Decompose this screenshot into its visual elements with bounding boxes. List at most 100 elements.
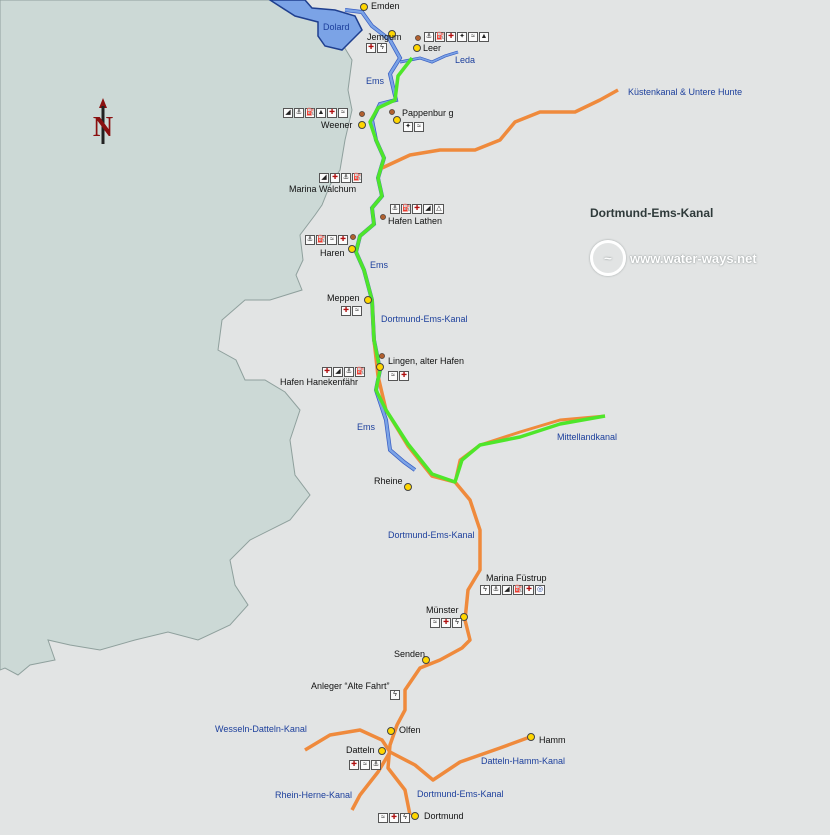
place-label[interactable]: Leer: [423, 43, 442, 53]
facility-icons-alte-fahrt[interactable]: ϟ: [390, 690, 400, 700]
restaurant-icon: ✚: [322, 367, 332, 377]
waterway-label[interactable]: Dortmund-Ems-Kanal: [417, 789, 504, 799]
facility-icons-muenster[interactable]: ≈✚ϟ: [430, 618, 462, 628]
restaurant-icon: ✚: [446, 32, 456, 42]
place-label[interactable]: Pappenbur g: [402, 108, 454, 118]
waterway-label[interactable]: Wesseln-Datteln-Kanal: [215, 724, 307, 734]
place-label[interactable]: Meppen: [327, 293, 360, 303]
place-label[interactable]: Hafen Lathen: [388, 216, 443, 226]
facility-icons-lingen[interactable]: ≈✚: [388, 371, 409, 381]
dot-weener[interactable]: [358, 121, 366, 129]
facility-icons-lathen[interactable]: ⚓⛽✚◢△: [390, 204, 444, 214]
facility-icons-marina-walchum[interactable]: ◢✚⚓⛽: [319, 173, 362, 183]
watermark-text: www.water-ways.net: [630, 250, 757, 266]
place-label[interactable]: Weener: [321, 120, 353, 130]
facility-icons-meppen[interactable]: ✚≈: [341, 306, 362, 316]
restaurant-icon: ✚: [412, 204, 422, 214]
facility-icons-leer[interactable]: ⚓⛽✚✦≈▲: [424, 32, 489, 42]
place-label[interactable]: Haren: [320, 248, 345, 258]
wrench-icon: ✦: [457, 32, 467, 42]
place-label[interactable]: Datteln: [346, 745, 375, 755]
fuel-icon: ⛽: [435, 32, 445, 42]
harbor-marker-lathen[interactable]: [380, 214, 386, 220]
fuel-icon: ⛽: [352, 173, 362, 183]
dot-haren[interactable]: [348, 245, 356, 253]
harbor-marker-weener[interactable]: [359, 111, 365, 117]
harbor-marker-leer[interactable]: [415, 35, 421, 41]
place-label[interactable]: Anleger “Alte Fahrt”: [311, 681, 390, 691]
dot-jemgum[interactable]: [388, 30, 396, 38]
dot-meppen[interactable]: [364, 296, 372, 304]
place-label[interactable]: Marina Füstrup: [486, 573, 547, 583]
facility-icons-weener[interactable]: ◢⚓⛽▲✚≈: [283, 108, 348, 118]
dot-pappenburg[interactable]: [393, 116, 401, 124]
place-label[interactable]: Marina Walchum: [289, 184, 357, 194]
shower-icon: ≈: [388, 371, 398, 381]
dot-datteln[interactable]: [378, 747, 386, 755]
datteln-hamm-kanal-line: [389, 735, 531, 782]
waterway-label[interactable]: Datteln-Hamm-Kanal: [481, 756, 566, 766]
place-label[interactable]: Münster: [426, 605, 459, 615]
place-label[interactable]: Olfen: [399, 725, 421, 735]
place-label[interactable]: Emden: [371, 1, 400, 11]
dot-senden[interactable]: [422, 656, 430, 664]
place-label[interactable]: Senden: [394, 649, 426, 659]
waterway-label[interactable]: Dortmund-Ems-Kanal: [381, 314, 468, 324]
facility-icons-hanekenfaehr[interactable]: ✚◢⚓⛽: [322, 367, 365, 377]
dot-emden[interactable]: [360, 3, 368, 11]
slip-icon: ◢: [319, 173, 329, 183]
dot-hamm[interactable]: [527, 733, 535, 741]
waterway-label[interactable]: Rhein-Herne-Kanal: [275, 790, 353, 800]
waterway-label[interactable]: Dortmund-Ems-Kanal: [388, 530, 475, 540]
dot-rheine[interactable]: [404, 483, 412, 491]
waterway-label[interactable]: Mittellandkanal: [557, 432, 618, 442]
place-label[interactable]: Dortmund: [424, 811, 464, 821]
anchor-icon: ⚓: [424, 32, 434, 42]
waterway-label[interactable]: Dolard: [323, 22, 350, 32]
shower-icon: ≈: [327, 235, 337, 245]
green-route-line: [354, 56, 606, 484]
facility-icons-pappenburg[interactable]: ✦≈: [403, 122, 424, 132]
facility-icons-fuestrup[interactable]: ϟ⚓◢⛽✚◎: [480, 585, 545, 595]
waterway-label[interactable]: Leda: [455, 55, 476, 65]
dot-olfen[interactable]: [387, 727, 395, 735]
shower-icon: ≈: [352, 306, 362, 316]
fuel-icon: ⛽: [305, 108, 315, 118]
dot-dortmund[interactable]: [411, 812, 419, 820]
place-label[interactable]: Rheine: [374, 476, 403, 486]
restaurant-icon: ✚: [330, 173, 340, 183]
harbor-marker-pappenburg[interactable]: [389, 109, 395, 115]
anchor-icon: ⚓: [371, 760, 381, 770]
waterway-label[interactable]: Küstenkanal & Untere Hunte: [628, 87, 743, 97]
facility-icons-datteln[interactable]: ✚≈⚓: [349, 760, 381, 770]
facility-icons-haren[interactable]: ⚓⛽≈✚: [305, 235, 348, 245]
place-label[interactable]: Hafen Hanekenfähr: [280, 377, 359, 387]
slip-icon: ◢: [333, 367, 343, 377]
place-label[interactable]: Lingen, alter Hafen: [388, 356, 465, 366]
place-label[interactable]: Jemgum: [367, 32, 402, 42]
fuel-icon: ⛽: [316, 235, 326, 245]
facility-icons-dortmund[interactable]: ≈✚ϟ: [378, 813, 410, 823]
waterway-label[interactable]: Ems: [370, 260, 388, 270]
harbor-marker-haren[interactable]: [350, 234, 356, 240]
slip-icon: ◢: [502, 585, 512, 595]
facility-icons-jemgum[interactable]: ✚ϟ: [366, 43, 387, 53]
leda-river-fill: [399, 51, 459, 63]
watermark: ~ www.water-ways.net: [590, 240, 757, 276]
harbor-markers: [350, 35, 421, 359]
restaurant-icon: ✚: [389, 813, 399, 823]
anchor-icon: ⚓: [390, 204, 400, 214]
waterway-label[interactable]: Ems: [357, 422, 375, 432]
waterway-label[interactable]: Ems: [366, 76, 384, 86]
dot-lingen[interactable]: [376, 363, 384, 371]
shower-icon: ≈: [414, 122, 424, 132]
harbor-marker-lingen[interactable]: [379, 353, 385, 359]
dot-muenster[interactable]: [460, 613, 468, 621]
place-label[interactable]: Hamm: [539, 735, 566, 745]
north-arrow-label: N: [93, 112, 113, 143]
electricity-icon: ϟ: [400, 813, 410, 823]
kuestenkanal-line: [381, 88, 619, 170]
dot-leer[interactable]: [413, 44, 421, 52]
